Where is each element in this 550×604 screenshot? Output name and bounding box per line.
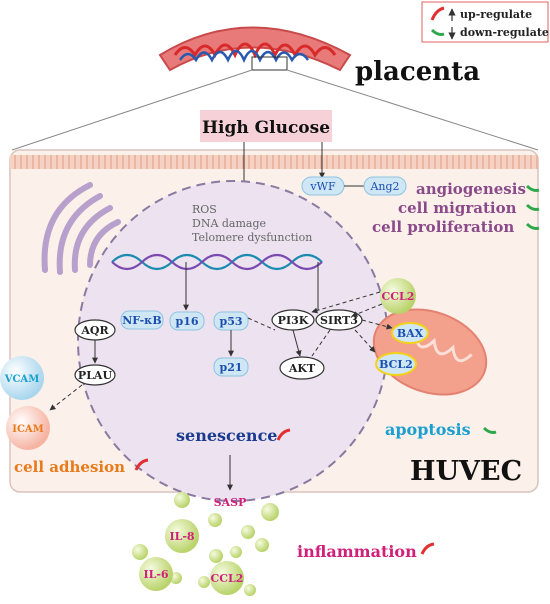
nfkb-node [120, 310, 164, 330]
cell-migration-text: cell migration [398, 199, 517, 217]
il8-label: IL-8 [169, 530, 194, 543]
p21-label: p21 [220, 361, 243, 374]
il8-node [165, 519, 199, 553]
zoom-line-right [286, 69, 539, 151]
angiogenesis-text: angiogenesis [416, 180, 526, 198]
vwf-label: vWF [309, 180, 336, 193]
cell-membrane [10, 155, 538, 169]
dna-helix [111, 253, 323, 271]
proliferation-down-icon [525, 222, 540, 230]
dna-damage-text: DNA damage [192, 217, 266, 230]
huvec-label: HUVEC [410, 456, 522, 487]
angiogenesis-down-icon [525, 184, 540, 192]
legend: up-regulate down-regulate [421, 1, 549, 43]
legend-up-label: up-regulate [460, 8, 532, 21]
il6-node [139, 557, 173, 591]
down-arrow-icon [430, 28, 445, 36]
p16-label: p16 [176, 315, 199, 328]
ccl2-top-node [380, 278, 416, 314]
migration-down-icon [525, 203, 540, 211]
akt-label: AKT [288, 362, 316, 375]
p53-to-pi3k-link [247, 317, 276, 331]
sirt3-to-bcl2-arrow [354, 329, 376, 353]
cell-adhesion-text: cell adhesion [14, 458, 125, 476]
legend-down-label: down-regulate [460, 26, 549, 39]
endoplasmic-reticulum [41, 182, 121, 275]
sirt3-to-akt-link [311, 329, 331, 357]
ros-text: ROS [192, 203, 217, 216]
bax-label: BAX [397, 327, 424, 340]
icam-node [6, 406, 50, 450]
p53-label: p53 [220, 315, 243, 328]
aqr-label: AQR [80, 324, 109, 337]
telomere-text: Telomere dysfunction [192, 231, 312, 244]
sasp-label: SASP [214, 496, 247, 509]
ccl2-top-label: CCL2 [382, 290, 415, 303]
zoom-line-left [11, 69, 253, 151]
ccl2-bottom-node [210, 561, 244, 595]
vcam-node [0, 356, 44, 400]
plau-node [74, 364, 116, 386]
pi3k-label: PI3K [278, 314, 309, 327]
placenta-illustration [158, 26, 352, 72]
up-arrow-icon [430, 6, 445, 21]
senescence-up-icon [276, 428, 291, 441]
bax-node [391, 322, 429, 344]
pi3k-to-akt-arrow [292, 329, 302, 357]
bcl2-node [375, 352, 417, 376]
akt-node [279, 356, 325, 380]
sirt3-to-bax-arrow [361, 319, 393, 330]
sasp-particles [132, 492, 279, 596]
nfkb-label: NF-κB [122, 314, 161, 327]
vcam-label: VCAM [4, 374, 40, 385]
ccl2-to-sirt3-arrow [351, 303, 383, 317]
il6-label: IL-6 [143, 568, 168, 581]
apoptosis-text: apoptosis [385, 420, 471, 439]
p16-node [169, 311, 205, 331]
adhesion-up-icon [134, 458, 149, 471]
cell-proliferation-text: cell proliferation [372, 218, 514, 236]
ccl2-bottom-label: CCL2 [211, 572, 244, 585]
high-glucose-label: High Glucose [202, 118, 330, 138]
inflammation-text: inflammation [297, 542, 417, 561]
sirt3-label: SIRT3 [320, 314, 358, 327]
inflammation-up-icon [420, 542, 435, 555]
senescence-text: senescence [176, 426, 277, 445]
icam-label: ICAM [12, 424, 43, 435]
placenta-title: placenta [355, 57, 480, 87]
plau-label: PLAU [78, 369, 113, 382]
ang2-label: Ang2 [369, 180, 399, 193]
ccl2-to-pi3k-arrow [311, 291, 381, 314]
ang2-node [363, 176, 407, 196]
apoptosis-down-icon [482, 426, 497, 434]
p21-node [213, 357, 249, 377]
bcl2-label: BCL2 [379, 358, 413, 371]
high-glucose-box [200, 110, 332, 142]
